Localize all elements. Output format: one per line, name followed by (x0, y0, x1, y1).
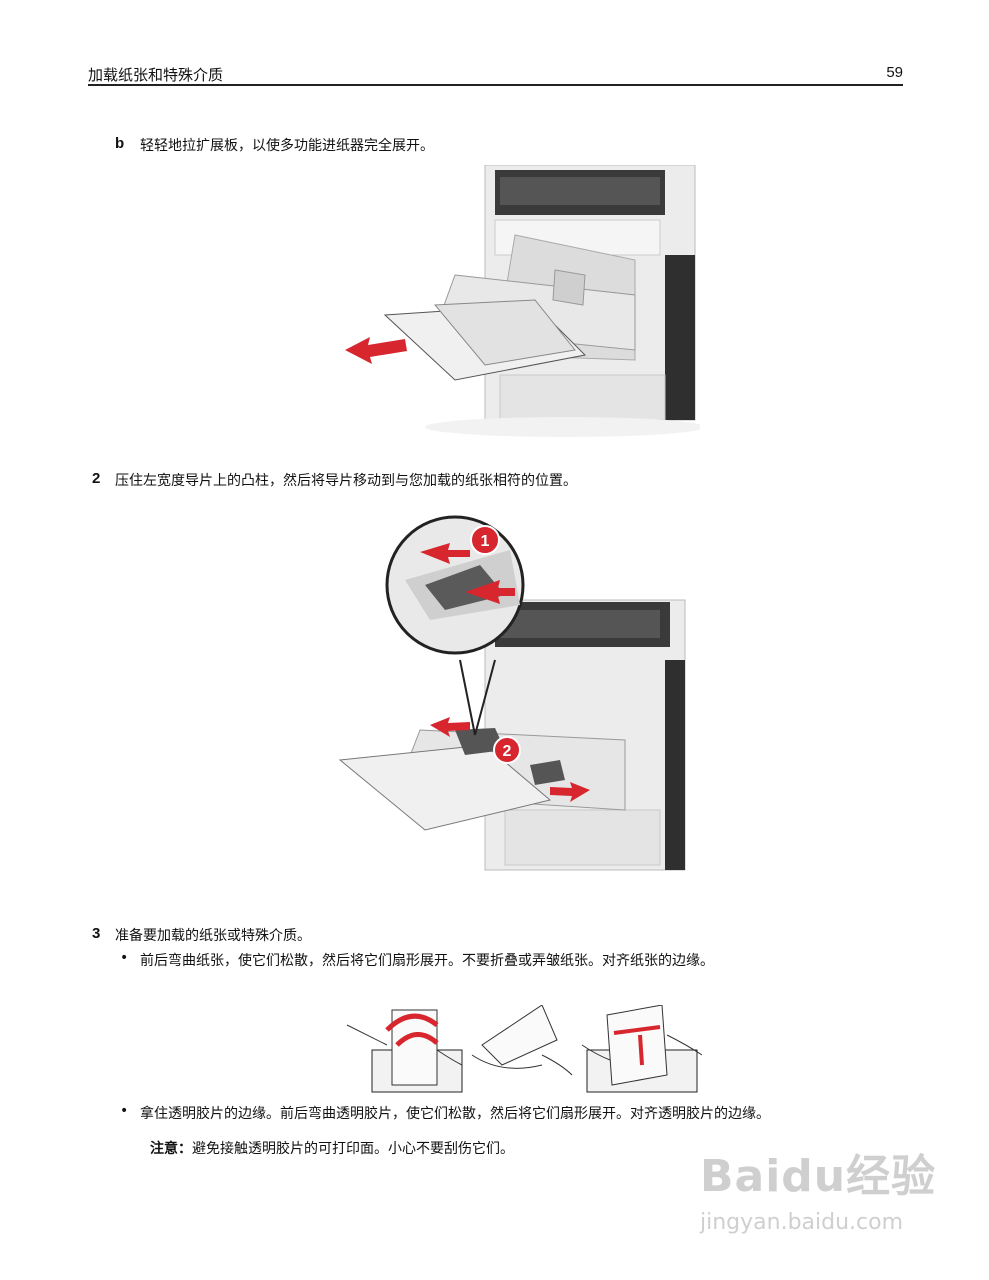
figure-extend-tray (345, 165, 700, 437)
callout-2-text: 2 (503, 743, 512, 760)
callout-1-icon (470, 525, 500, 555)
callout-2-icon (493, 736, 521, 764)
left-guide-icon (455, 728, 505, 755)
figure-fan-paper (346, 1005, 703, 1093)
bullet-2-text: 拿住透明胶片的边缘。前后弯曲透明胶片，使它们松散，然后将它们扇形展开。对齐透明胶… (140, 1106, 770, 1122)
callout-1-text: 1 (481, 533, 490, 550)
step-2-text: 压住左宽度导片上的凸柱，然后将导片移动到与您加载的纸张相符的位置。 (115, 473, 577, 489)
watermark-url: jingyan.baidu.com (700, 1210, 904, 1235)
section-title: 加载纸张和特殊介质 (88, 66, 224, 84)
step-b-text: 轻轻地拉扩展板，以使多功能进纸器完全展开。 (140, 138, 434, 154)
page-number: 59 (886, 64, 903, 81)
step-2-label: 2 (92, 470, 101, 487)
zoom-arrow-1-icon (420, 543, 470, 564)
watermark: Baidu经验 jingyan.baidu.com (700, 1140, 940, 1250)
watermark-logo: Baidu经验 (700, 1151, 937, 1202)
note-label: 注意： (150, 1141, 192, 1157)
step-3-text: 准备要加载的纸张或特殊介质。 (115, 928, 311, 944)
right-guide-icon (530, 760, 565, 785)
step-b-label: b (115, 135, 125, 152)
note: 注意：避免接触透明胶片的可打印面。小心不要刮伤它们。 (150, 1138, 514, 1158)
bullet-1-text: 前后弯曲纸张，使它们松散，然后将它们扇形展开。不要折叠或弄皱纸张。对齐纸张的边缘… (140, 953, 714, 969)
zoom-arrow-2-icon (465, 580, 515, 604)
bullet-2-icon: • (120, 1103, 129, 1119)
arrow-pull-icon (345, 337, 407, 364)
page-header: 加载纸张和特殊介质 59 (88, 62, 903, 86)
note-text: 避免接触透明胶片的可打印面。小心不要刮伤它们。 (192, 1141, 514, 1157)
step-3-label: 3 (92, 925, 101, 942)
arrow-left-icon (430, 717, 470, 737)
bullet-1-icon: • (120, 950, 129, 966)
arrow-right-icon (550, 782, 590, 802)
figure-width-guide: 2 1 (338, 515, 686, 871)
